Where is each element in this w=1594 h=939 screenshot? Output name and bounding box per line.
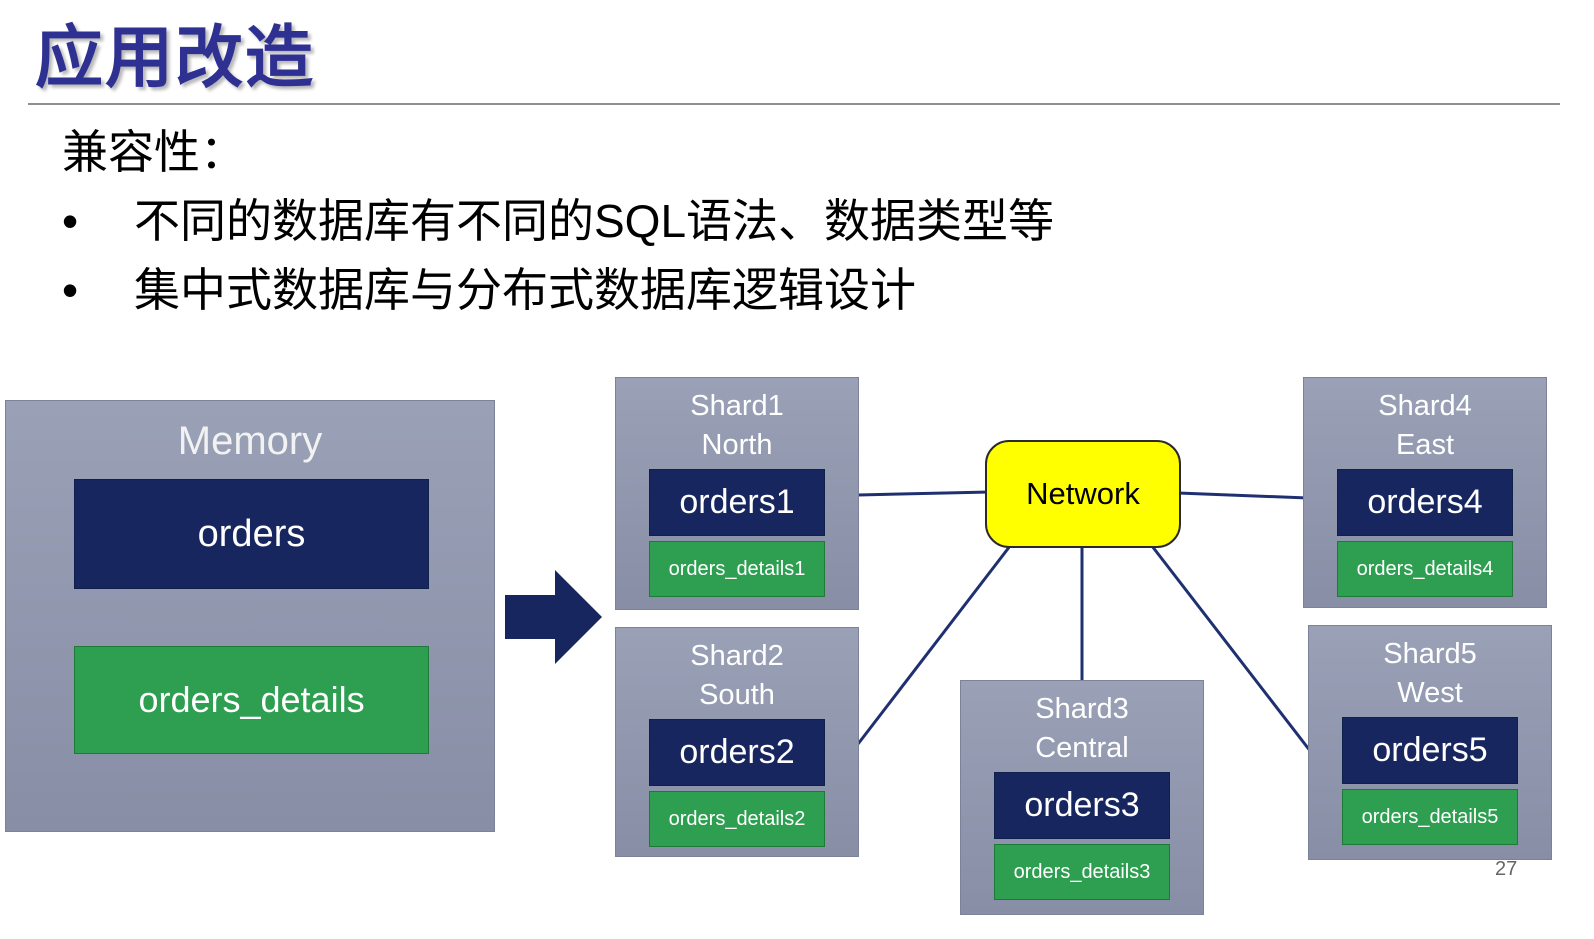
- shard-box-2: Shard2 South orders2 orders_details2: [615, 627, 859, 857]
- shard-region: North: [701, 429, 773, 461]
- shard-name: Shard5: [1383, 638, 1477, 670]
- shard-box-3: Shard3 Central orders3 orders_details3: [960, 680, 1204, 915]
- shard-title: Shard2 South: [690, 637, 784, 715]
- body-text: 兼容性： • 不同的数据库有不同的SQL语法、数据类型等 • 集中式数据库与分布…: [62, 118, 1054, 325]
- shard-title: Shard4 East: [1378, 387, 1472, 465]
- shard-name: Shard3: [1035, 693, 1129, 725]
- bullet-item: • 不同的数据库有不同的SQL语法、数据类型等: [62, 187, 1054, 256]
- bullet-icon: •: [62, 195, 79, 247]
- bullet-item: • 集中式数据库与分布式数据库逻辑设计: [62, 256, 1054, 325]
- orders-details-table: orders_details4: [1337, 541, 1513, 597]
- memory-title: Memory: [177, 419, 323, 463]
- shard-region: East: [1395, 429, 1454, 461]
- orders-table: orders5: [1342, 717, 1518, 784]
- orders-table: orders4: [1337, 469, 1513, 536]
- bullet-text: 不同的数据库有不同的SQL语法、数据类型等: [134, 195, 1055, 247]
- orders-details-table: orders_details2: [649, 791, 825, 847]
- memory-box: Memory orders orders_details: [5, 400, 495, 832]
- shard-box-5: Shard5 West orders5 orders_details5: [1308, 625, 1552, 860]
- page-title: 应用改造: [35, 20, 316, 96]
- shard-region: Central: [1035, 732, 1129, 764]
- bullet-text: 集中式数据库与分布式数据库逻辑设计: [134, 264, 916, 316]
- orders-table: orders3: [994, 772, 1170, 839]
- shard-name: Shard1: [690, 390, 784, 422]
- shard-title: Shard5 West: [1383, 635, 1477, 713]
- orders-table: orders1: [649, 469, 825, 536]
- orders-details-table: orders_details1: [649, 541, 825, 597]
- title-divider: [28, 103, 1560, 105]
- orders-details-table: orders_details3: [994, 844, 1170, 900]
- shard-box-1: Shard1 North orders1 orders_details1: [615, 377, 859, 610]
- shard-title: Shard1 North: [690, 387, 784, 465]
- shard-name: Shard4: [1378, 390, 1472, 422]
- memory-orders-table: orders: [74, 479, 429, 589]
- shard-name: Shard2: [690, 640, 784, 672]
- orders-details-table: orders_details5: [1342, 789, 1518, 845]
- bullet-icon: •: [62, 264, 79, 316]
- page-number: 27: [1495, 858, 1518, 880]
- compatibility-heading: 兼容性：: [62, 126, 246, 178]
- orders-table: orders2: [649, 719, 825, 786]
- right-arrow-icon: [505, 570, 602, 664]
- shard-title: Shard3 Central: [1035, 690, 1129, 768]
- network-hub: Network: [985, 440, 1181, 548]
- shard-box-4: Shard4 East orders4 orders_details4: [1303, 377, 1547, 608]
- memory-orders-details-table: orders_details: [74, 646, 429, 754]
- shard-region: South: [699, 679, 775, 711]
- shard-region: West: [1397, 677, 1463, 709]
